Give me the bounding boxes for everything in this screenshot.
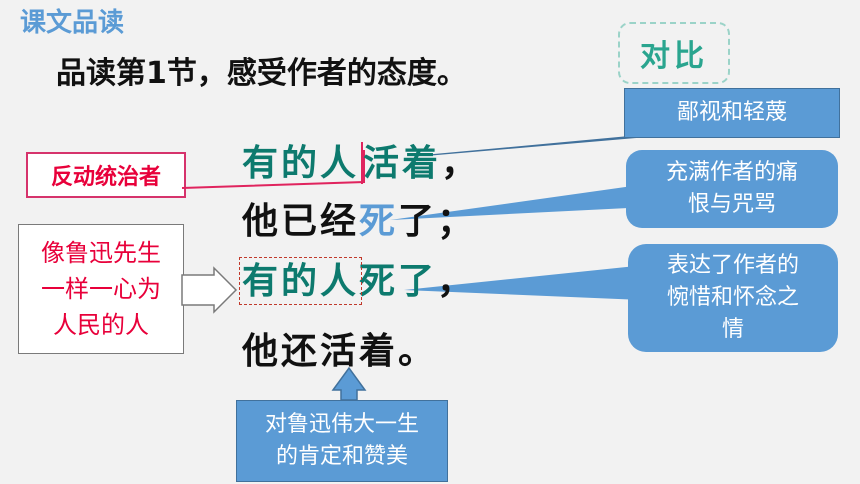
callout-pointer (404, 266, 642, 300)
poem-punctuation: ， (437, 260, 477, 302)
callout-line: 惋惜和怀念之 (666, 285, 799, 310)
callout-contempt: 鄙视和轻蔑 (624, 88, 840, 138)
poem-phrase: 有的人 (242, 142, 364, 184)
poem-phrase: 死了 (359, 260, 438, 302)
poem-phrase: 活着 (363, 142, 442, 184)
poem-punctuation: ， (441, 142, 481, 184)
poem-phrase: 了； (398, 200, 477, 242)
poem-phrase: 死 (359, 200, 399, 242)
callout-line: 的肯定和赞美 (275, 444, 408, 469)
callout-remembrance: 表达了作者的 惋惜和怀念之 情 (628, 244, 838, 352)
rulers-label: 反动统治者 (26, 152, 186, 198)
people-label-line: 像鲁迅先生 (41, 239, 161, 267)
callout-line: 对鲁迅伟大一生 (264, 412, 419, 437)
callout-line: 表达了作者的 (666, 253, 799, 278)
poem-line-2: 他已经死了； (242, 192, 476, 244)
poem-phrase: 有的人 (238, 257, 363, 305)
poem-line-1: 有的人活着， (242, 134, 480, 186)
page-heading: 品读第1节，感受作者的态度。 (56, 56, 467, 91)
callout-line: 恨与咒骂 (687, 192, 776, 217)
poem-phrase: 他已经 (242, 200, 360, 242)
callout-praise: 对鲁迅伟大一生 的肯定和赞美 (236, 400, 448, 482)
callout-line: 充满作者的痛 (665, 160, 798, 185)
compare-tag: 对比 (618, 22, 730, 84)
connector-line (181, 150, 365, 189)
callout-hatred: 充满作者的痛 恨与咒骂 (626, 150, 838, 228)
poem-line-4: 他还活着。 (242, 330, 438, 372)
people-label: 像鲁迅先生 一样一心为 人民的人 (18, 224, 184, 354)
arrow-up-icon (331, 366, 367, 401)
poem-line-3: 有的人死了， (238, 252, 477, 305)
people-label-line: 一样一心为 (41, 275, 161, 303)
section-title: 课文品读 (20, 8, 125, 38)
arrow-right-icon (181, 266, 238, 314)
callout-line: 情 (721, 317, 744, 342)
people-label-line: 人民的人 (53, 311, 149, 339)
callout-pointer (390, 185, 648, 220)
